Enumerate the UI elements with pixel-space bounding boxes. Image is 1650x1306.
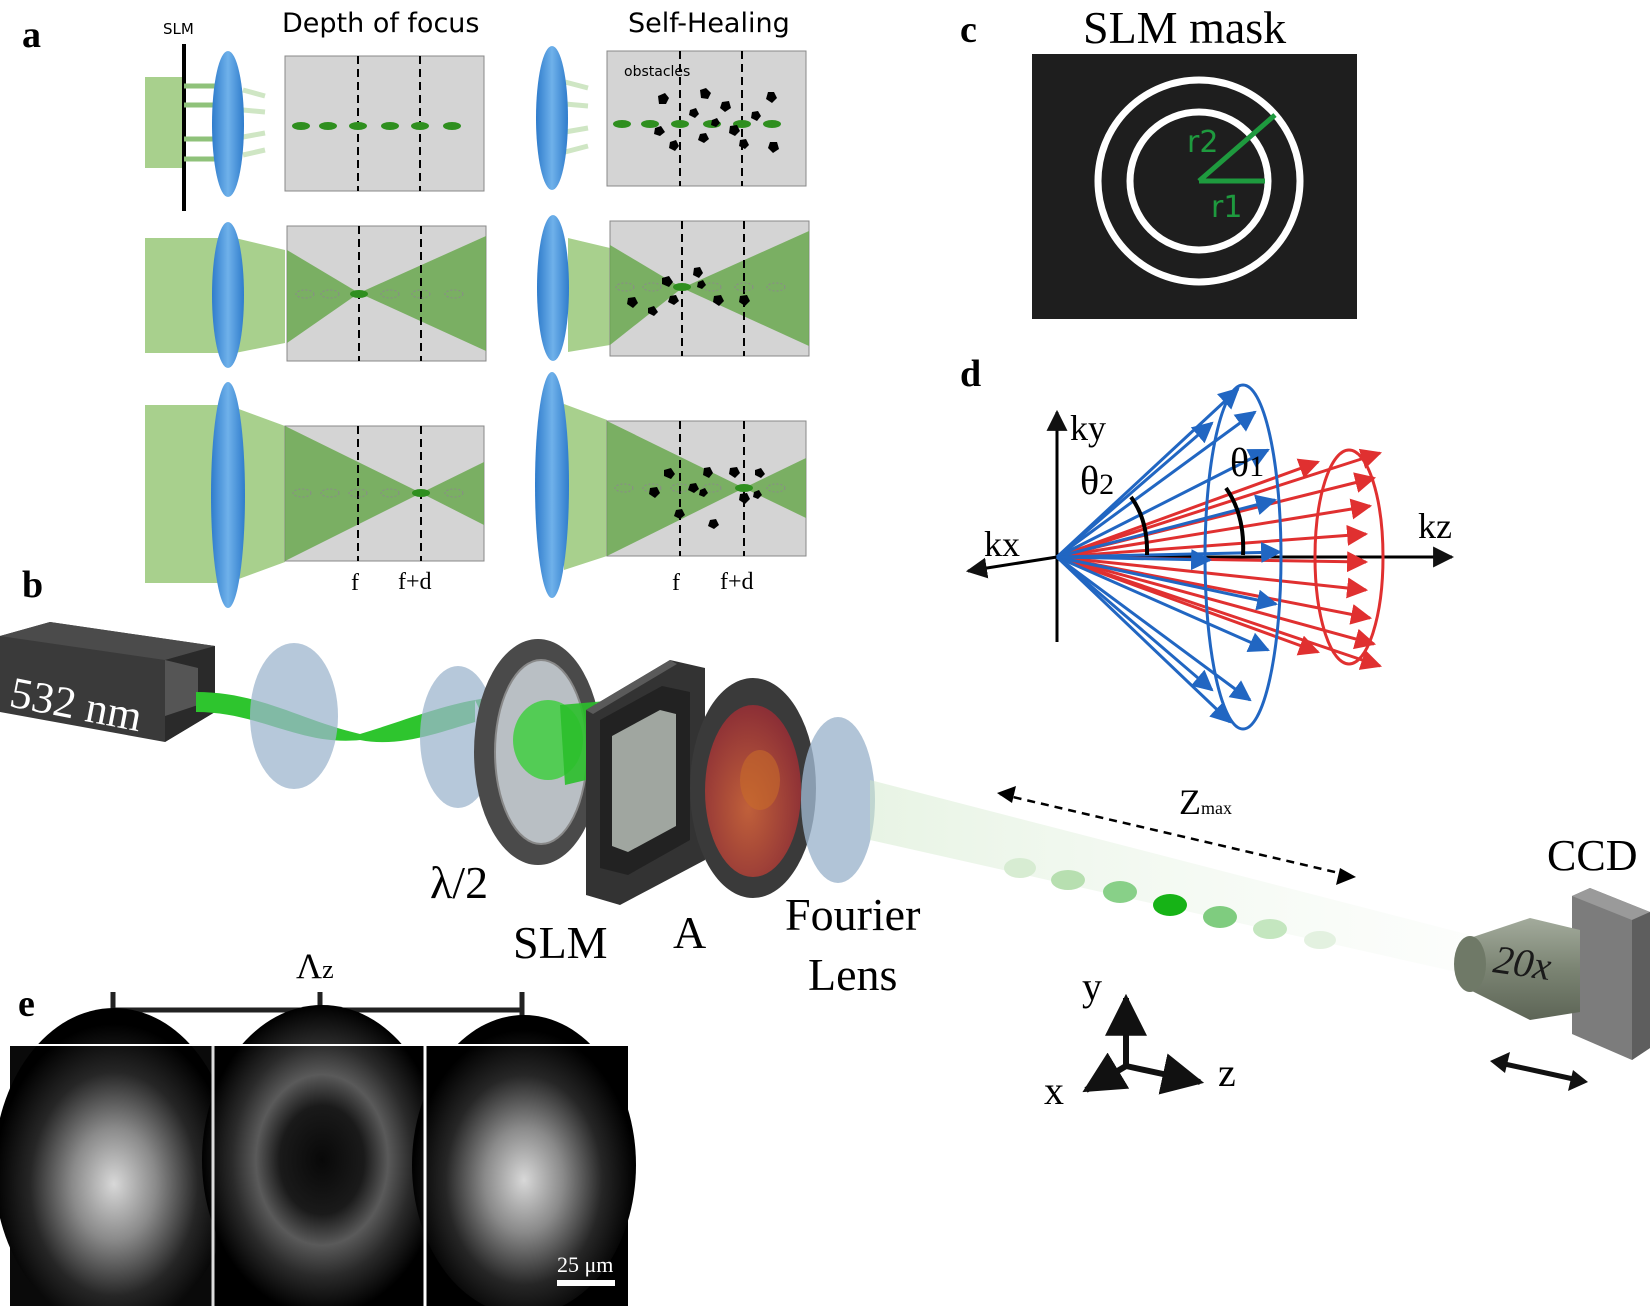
slm-mask-title: SLM mask bbox=[1083, 2, 1286, 53]
lens-label: Lens bbox=[808, 949, 897, 1000]
ccd-translation-arrow bbox=[1499, 1060, 1579, 1083]
halfwave-label: λ/2 bbox=[430, 857, 488, 908]
panel-label-c: c bbox=[960, 9, 977, 51]
focus-spot bbox=[350, 290, 368, 298]
f-label: f bbox=[672, 570, 680, 596]
r2-line bbox=[1197, 113, 1277, 183]
theta1-label: θ1 bbox=[1230, 440, 1264, 485]
panel-label-a: a bbox=[22, 14, 41, 56]
kx-axis bbox=[965, 555, 1058, 579]
row-3: f f+d f f+d bbox=[145, 372, 807, 608]
panel-label-b: b bbox=[22, 564, 43, 606]
panel-b: b 532 nm bbox=[0, 564, 1650, 1113]
panel-label-e: e bbox=[18, 983, 35, 1025]
lens-exit-rays bbox=[242, 87, 266, 158]
aperture-label: A bbox=[673, 907, 706, 958]
panel-a: a SLM Depth of focus Self-Healing bbox=[22, 8, 810, 608]
theta1-arc bbox=[1224, 486, 1246, 556]
obstacles-label: obstacles bbox=[624, 64, 690, 80]
ccd-label: CCD bbox=[1547, 831, 1637, 880]
theta2-arc bbox=[1129, 495, 1150, 556]
lens-icon bbox=[536, 46, 568, 190]
focal-spots-row-1 bbox=[292, 122, 461, 130]
obstacle-icons-1 bbox=[654, 88, 779, 153]
focal-spots-b bbox=[1004, 858, 1336, 949]
xyz-axes: y z x bbox=[1044, 964, 1236, 1113]
fourier-lens bbox=[801, 717, 875, 883]
outer-ring bbox=[1094, 76, 1304, 286]
bessel-beam bbox=[870, 780, 1470, 975]
lens-icon bbox=[212, 51, 244, 197]
lens-exit-rays-healing bbox=[564, 79, 589, 155]
obstacle-icons-2 bbox=[627, 267, 750, 316]
inner-ring bbox=[1126, 108, 1272, 254]
lens-icon bbox=[250, 643, 338, 789]
f-label: f bbox=[351, 570, 359, 596]
zmax-label: Zmax bbox=[1179, 782, 1232, 822]
healing-panel-1 bbox=[606, 50, 807, 187]
fd-label: f+d bbox=[720, 569, 754, 595]
lambda-z-label: Λz bbox=[296, 946, 334, 986]
input-beam bbox=[145, 405, 220, 583]
ky-label: ky bbox=[1070, 408, 1106, 448]
axis-z-label: z bbox=[1218, 1050, 1236, 1095]
theta2-label: θ2 bbox=[1080, 458, 1114, 503]
input-beam bbox=[145, 238, 220, 353]
panel-label-d: d bbox=[960, 353, 981, 395]
title-depth-of-focus: Depth of focus bbox=[282, 8, 479, 39]
row-2 bbox=[145, 215, 810, 368]
scalebar-label: 25 μm bbox=[557, 1252, 613, 1277]
kz-label: kz bbox=[1418, 506, 1452, 546]
aperture-ring bbox=[690, 678, 816, 898]
slm-device bbox=[586, 660, 705, 905]
ring-spot-image bbox=[202, 1005, 442, 1306]
obstacle-icons-3 bbox=[649, 467, 765, 529]
slm-beamlets bbox=[184, 83, 218, 162]
r2-label: r2 bbox=[1187, 125, 1218, 160]
panel-e: e Λz 25 μm bbox=[0, 946, 636, 1306]
slm-label-b: SLM bbox=[513, 917, 608, 968]
kx-label: kx bbox=[984, 524, 1020, 564]
axis-y-label: y bbox=[1082, 964, 1102, 1009]
bright-spot-image bbox=[0, 1008, 234, 1306]
lens-icon bbox=[535, 372, 569, 598]
panel-c: c SLM mask r2 r1 bbox=[960, 2, 1357, 319]
lens-icon bbox=[212, 222, 244, 368]
zmax-arrow bbox=[999, 792, 1353, 878]
row-1: obstacles bbox=[145, 44, 807, 211]
ccd-camera: 20x bbox=[1454, 888, 1650, 1060]
lens-icon bbox=[537, 215, 569, 361]
lens-icon bbox=[211, 382, 245, 608]
fourier-label: Fourier bbox=[785, 889, 920, 940]
input-beam bbox=[145, 77, 185, 168]
fd-label: f+d bbox=[398, 569, 432, 595]
panel-d: d ky kx kz bbox=[960, 353, 1455, 731]
r1-label: r1 bbox=[1211, 190, 1242, 225]
objective-label: 20x bbox=[1491, 936, 1555, 989]
scalebar bbox=[557, 1280, 615, 1286]
axis-x-label: x bbox=[1044, 1068, 1064, 1113]
title-self-healing: Self-Healing bbox=[628, 8, 790, 39]
bright-spot-image bbox=[412, 1015, 636, 1306]
slm-label-a: SLM bbox=[163, 20, 194, 38]
laser-box: 532 nm bbox=[0, 622, 215, 742]
